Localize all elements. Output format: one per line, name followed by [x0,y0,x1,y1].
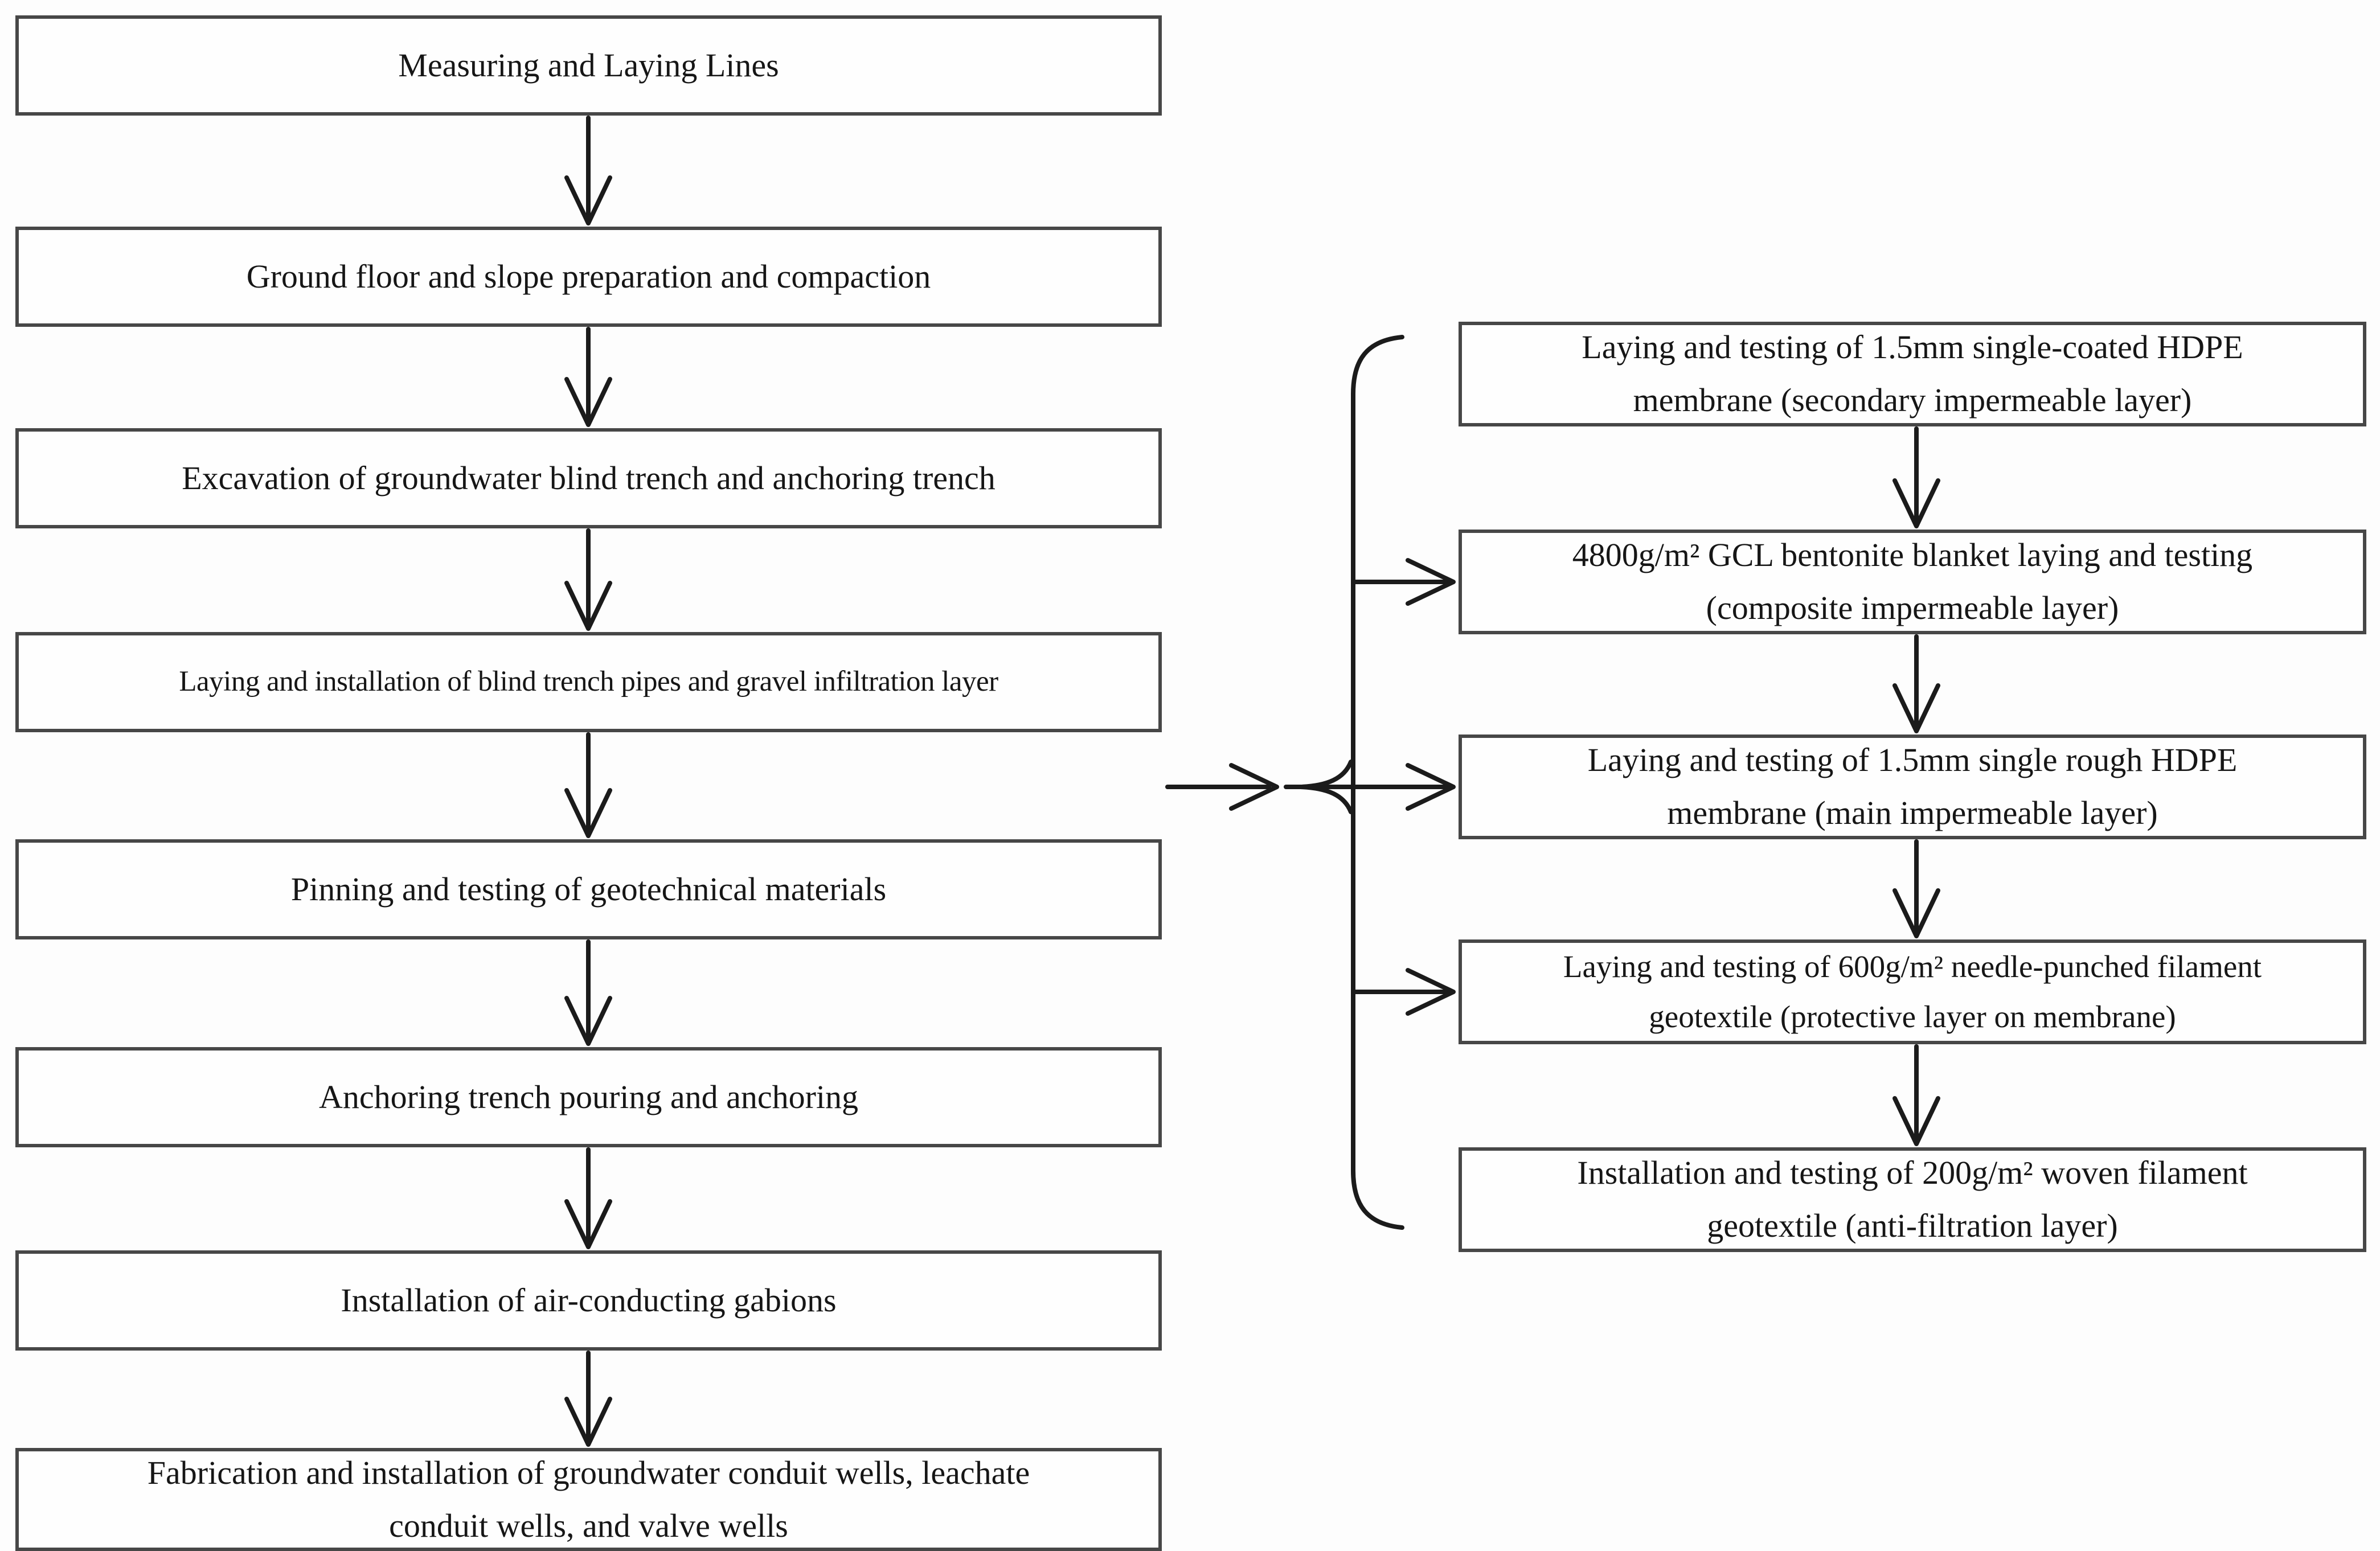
down-arrow-left-4 [564,732,612,838]
down-arrow-left-1 [564,116,612,225]
down-arrow-left-6 [564,1147,612,1249]
step-box-secondary-hdpe-membrane: Laying and testing of 1.5mm single-coate… [1459,322,2366,426]
step-box-air-conducting-gabions: Installation of air-conducting gabions [15,1250,1162,1351]
step-box-needle-punched-geotextile: Laying and testing of 600g/m² needle-pun… [1459,939,2366,1044]
step-box-excavation-trench: Excavation of groundwater blind trench a… [15,428,1162,528]
branch-arrow-bottom [1351,968,1456,1016]
step-box-conduit-wells: Fabrication and installation of groundwa… [15,1448,1162,1551]
step-box-pinning-testing-materials: Pinning and testing of geotechnical mate… [15,839,1162,939]
step-box-blind-trench-pipes: Laying and installation of blind trench … [15,632,1162,732]
step-box-main-hdpe-membrane: Laying and testing of 1.5mm single rough… [1459,735,2366,839]
down-arrow-right-1 [1892,426,1940,528]
step-box-gcl-bentonite-blanket: 4800g/m² GCL bentonite blanket laying an… [1459,530,2366,634]
step-box-measuring-lines: Measuring and Laying Lines [15,15,1162,116]
down-arrow-left-2 [564,327,612,427]
down-arrow-left-5 [564,939,612,1046]
branch-arrow-middle [1284,763,1456,811]
step-box-woven-geotextile: Installation and testing of 200g/m² wove… [1459,1147,2366,1252]
branch-arrow-top [1351,558,1456,606]
down-arrow-right-4 [1892,1044,1940,1146]
down-arrow-right-3 [1892,839,1940,938]
entry-arrow [1165,763,1279,811]
down-arrow-left-3 [564,528,612,631]
down-arrow-left-7 [564,1351,612,1447]
step-box-anchoring-trench-pouring: Anchoring trench pouring and anchoring [15,1047,1162,1147]
down-arrow-right-2 [1892,634,1940,733]
brace [1351,335,1404,1230]
step-box-ground-floor-preparation: Ground floor and slope preparation and c… [15,227,1162,327]
